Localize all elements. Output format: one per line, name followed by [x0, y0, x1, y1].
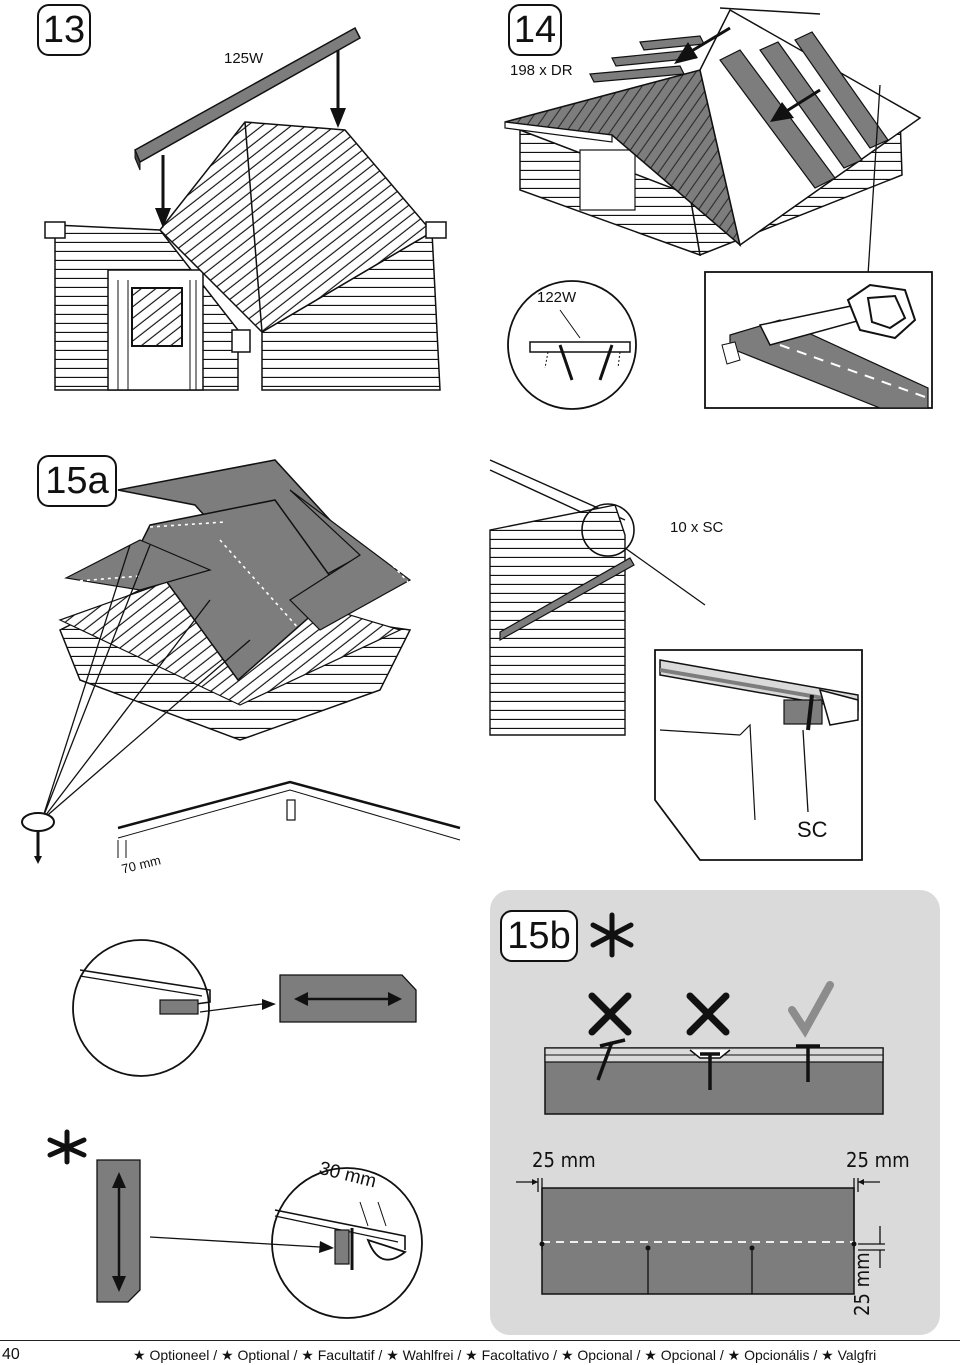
dim-label-25mm-left: 25 mm — [532, 1148, 596, 1172]
wrong-cross-icon — [588, 992, 632, 1036]
correct-check-icon — [788, 981, 834, 1038]
wrong-cross-icon — [686, 992, 730, 1036]
saw-icon — [758, 283, 917, 346]
page-number: 40 — [2, 1346, 20, 1363]
dim-label-25mm-right: 25 mm — [846, 1148, 910, 1172]
dim-label-25mm-vertical: 25 mm — [850, 1252, 874, 1316]
part-label-198dr: 198 x DR — [510, 62, 573, 79]
step-13-badge: 13 — [37, 4, 91, 56]
part-label-sc: SC — [797, 817, 828, 842]
step-15b-badge: 15b — [500, 910, 578, 962]
step-15a-badge: 15a — [37, 455, 117, 507]
footer-divider — [0, 1340, 960, 1341]
optional-star-icon — [47, 1129, 87, 1165]
part-label-125w: 125W — [224, 50, 264, 67]
part-label-10sc: 10 x SC — [670, 519, 724, 536]
optional-legend: ★ Optioneel / ★ Optional / ★ Facultatif … — [133, 1347, 877, 1363]
nail-icon — [21, 812, 55, 864]
step-14-badge: 14 — [508, 4, 562, 56]
part-label-122w: 122W — [537, 289, 577, 306]
optional-star-icon — [590, 912, 634, 958]
